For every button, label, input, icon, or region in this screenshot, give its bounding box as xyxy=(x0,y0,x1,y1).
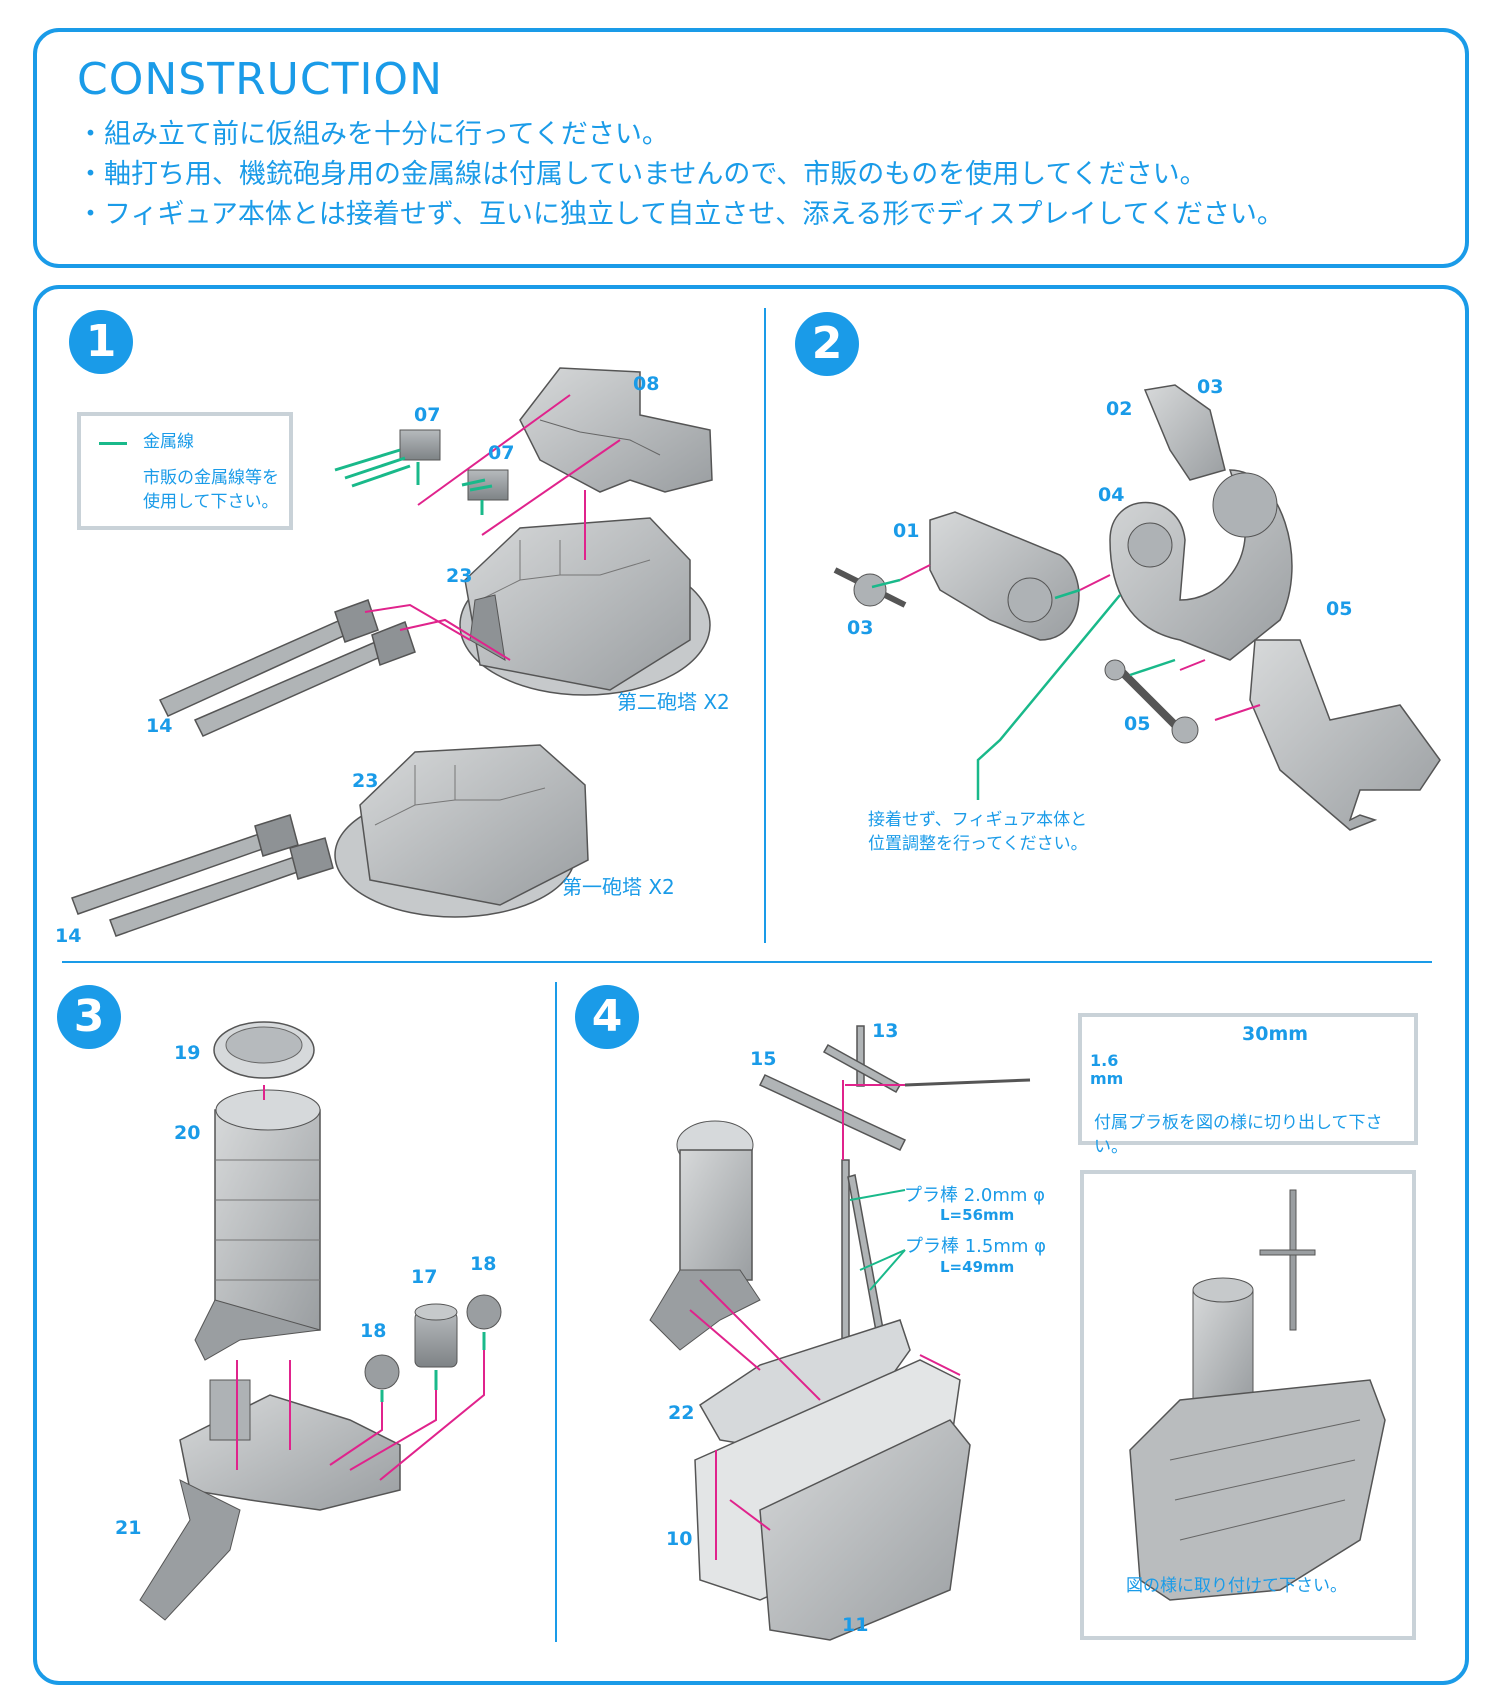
part-11-drawing xyxy=(759,1419,971,1641)
part-label-14b: 14 xyxy=(55,925,82,947)
cut-instruction-box: 30mm 1.6 mm 付属プラ板を図の様に切り出して下さい。 xyxy=(1078,1013,1418,1157)
cut-width-label-2: mm xyxy=(1090,1069,1124,1088)
part-18b-drawing xyxy=(466,1294,502,1330)
final-note: 図の様に取り付けて下さい。 xyxy=(1126,1576,1347,1596)
rod-b-spec: プラ棒 1.5mm φ xyxy=(905,1236,1047,1257)
instruction-line-1: ・組み立て前に仮組みを十分に行ってください。 xyxy=(77,119,669,150)
part-label-20: 20 xyxy=(174,1122,201,1144)
cut-length-label: 30mm xyxy=(1242,1023,1309,1045)
final-view-box: 図の様に取り付けて下さい。 xyxy=(1080,1170,1416,1640)
part-08-drawing xyxy=(519,367,713,493)
part-label-13: 13 xyxy=(872,1020,899,1042)
guns-14-upper-drawing xyxy=(158,599,416,737)
cut-note: 付属プラ板を図の様に切り出して下さい。 xyxy=(1094,1113,1383,1157)
part-label-14a: 14 xyxy=(146,715,173,737)
step2-drawings xyxy=(833,384,1441,831)
rod-a-spec: プラ棒 2.0mm φ xyxy=(904,1185,1046,1206)
turret-23-upper-drawing xyxy=(459,517,711,696)
metal-wire-swatch xyxy=(99,442,127,445)
step2-note-1: 接着せず、フィギュア本体と xyxy=(868,810,1088,830)
instruction-line-3: ・フィギュア本体とは接着せず、互いに独立して自立させ、添える形でディスプレイして… xyxy=(77,199,1284,230)
part-label-17: 17 xyxy=(411,1266,438,1288)
final-assembly-drawing xyxy=(1129,1189,1386,1601)
step3-drawings xyxy=(139,1021,502,1621)
divider-horizontal xyxy=(62,961,1432,963)
part-05-small-drawing xyxy=(1104,659,1199,744)
header-panel: CONSTRUCTION ・組み立て前に仮組みを十分に行ってください。 ・軸打ち… xyxy=(33,28,1469,268)
rod-b-length: L=49mm xyxy=(940,1258,1015,1276)
part-label-07a: 07 xyxy=(414,404,441,426)
part-label-02: 02 xyxy=(1106,398,1133,420)
part-07b-drawing xyxy=(467,469,509,501)
part-label-03b: 03 xyxy=(847,617,874,639)
part-label-03a: 03 xyxy=(1197,376,1224,398)
step2-note-2: 位置調整を行ってください。 xyxy=(868,834,1088,854)
step-2-badge: 2 xyxy=(795,312,859,376)
part-07a-drawing xyxy=(399,429,441,461)
guns-14-lower-drawing xyxy=(71,814,334,937)
turret-caption-second: 第二砲塔 X2 xyxy=(617,690,730,714)
rod-a-length: L=56mm xyxy=(940,1206,1015,1224)
part-18a-drawing xyxy=(364,1354,400,1390)
legend-title: 金属線 xyxy=(143,432,194,452)
step4-drawings xyxy=(649,1025,1386,1641)
instruction-line-2: ・軸打ち用、機銃砲身用の金属線は付属していませんので、市販のものを使用してくださ… xyxy=(77,159,1207,190)
part-label-23a: 23 xyxy=(446,565,473,587)
tower-assembly-drawing xyxy=(649,1120,761,1351)
turret-23-lower-drawing xyxy=(334,744,589,918)
part-03-small-drawing xyxy=(833,567,907,608)
mast-13-drawing xyxy=(758,1025,907,1343)
legend-text-1: 市販の金属線等を xyxy=(143,468,279,488)
part-label-05a: 05 xyxy=(1326,598,1353,620)
cut-width-label-1: 1.6 xyxy=(1090,1051,1119,1070)
divider-vertical-bottom xyxy=(555,982,557,1642)
part-label-01: 01 xyxy=(893,520,920,542)
part-label-10: 10 xyxy=(666,1528,693,1550)
step-4-badge: 4 xyxy=(575,985,639,1049)
part-17-drawing xyxy=(414,1303,458,1368)
part-label-22: 22 xyxy=(668,1402,695,1424)
part-label-19: 19 xyxy=(174,1042,201,1064)
step-1-badge: 1 xyxy=(69,310,133,374)
turret-caption-first: 第一砲塔 X2 xyxy=(562,875,675,899)
page-title: CONSTRUCTION xyxy=(77,54,443,105)
part-label-08: 08 xyxy=(633,373,660,395)
part-01-drawing xyxy=(929,511,1080,641)
part-02-drawing xyxy=(1143,384,1226,481)
part-20-drawing xyxy=(194,1089,321,1361)
part-label-21: 21 xyxy=(115,1517,142,1539)
part-label-15: 15 xyxy=(750,1048,777,1070)
part-label-11: 11 xyxy=(842,1614,869,1636)
legend-text-2: 使用して下さい。 xyxy=(143,492,279,512)
step-3-badge: 3 xyxy=(57,985,121,1049)
part-05-claw-drawing xyxy=(1249,639,1441,831)
part-21-drawing xyxy=(139,1379,401,1621)
part-label-05b: 05 xyxy=(1124,713,1151,735)
part-label-04: 04 xyxy=(1098,484,1125,506)
part-label-07b: 07 xyxy=(488,442,515,464)
part-label-18b: 18 xyxy=(470,1253,497,1275)
part-label-18a: 18 xyxy=(360,1320,387,1342)
divider-vertical-top xyxy=(764,308,766,943)
part-label-23b: 23 xyxy=(352,770,379,792)
step1-drawings xyxy=(71,367,713,937)
metal-wire-legend: 金属線 市販の金属線等を 使用して下さい。 xyxy=(77,412,293,530)
